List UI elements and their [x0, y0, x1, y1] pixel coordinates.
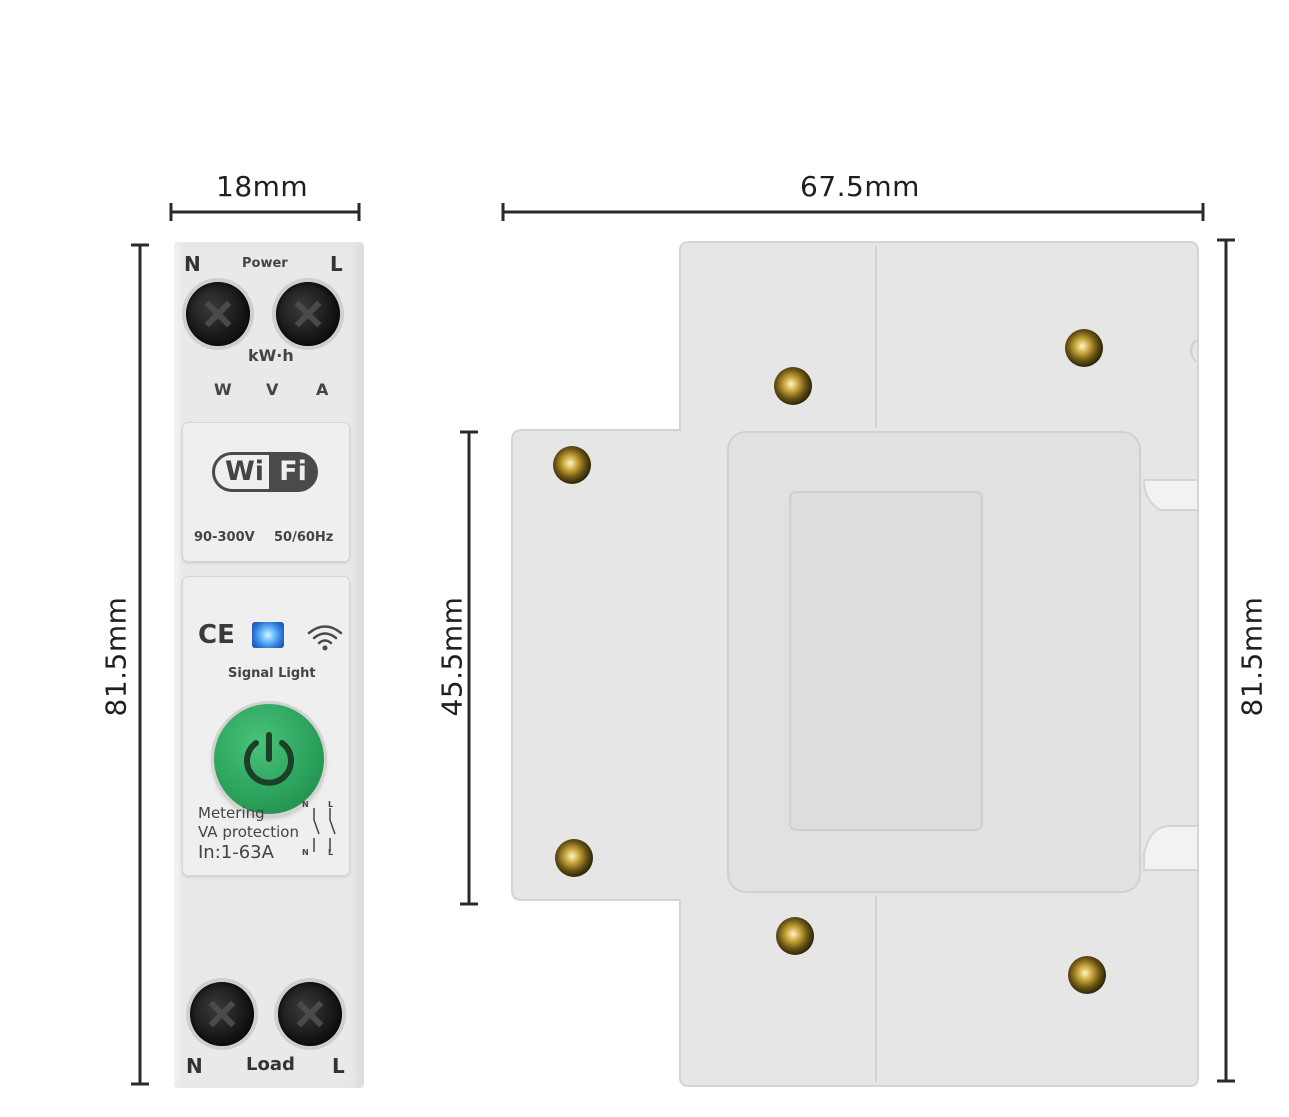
breaker-front-view: N Power L kW·h W V A Wi Fi 90-300V 50/60…	[174, 242, 364, 1088]
bottom-n-label: N	[186, 1054, 203, 1078]
metering-label: Metering	[198, 804, 265, 822]
signal-light-icon	[252, 622, 284, 648]
screw-icon	[776, 917, 814, 955]
bottom-terminal-n	[190, 982, 254, 1046]
bottom-terminal-l	[278, 982, 342, 1046]
screws	[553, 329, 1106, 994]
switch-symbol	[313, 808, 336, 852]
switch-n-bottom: N	[302, 848, 309, 857]
screw-icon	[1068, 956, 1106, 994]
wifi-logo: Wi Fi	[212, 452, 318, 492]
v-label: V	[266, 380, 279, 399]
front-width-label: 18mm	[216, 170, 309, 203]
screw-icon	[555, 839, 593, 877]
bottom-load-label: Load	[246, 1054, 295, 1075]
w-label: W	[214, 380, 232, 399]
top-terminal-n	[186, 282, 250, 346]
switch-l-bottom: L	[328, 848, 334, 857]
frequency-label: 50/60Hz	[274, 530, 334, 545]
bottom-rail-clip	[1143, 825, 1199, 871]
switch-n-top: N	[302, 800, 309, 809]
screw-icon	[1065, 329, 1103, 367]
top-l-label: L	[330, 252, 343, 276]
kwh-label: kW·h	[248, 346, 294, 365]
signal-light-label: Signal Light	[228, 666, 316, 681]
switch-l-top: L	[328, 800, 334, 809]
bottom-l-label: L	[332, 1054, 345, 1078]
wifi-icon	[307, 625, 343, 651]
power-button[interactable]	[214, 704, 324, 814]
wifi-panel	[182, 422, 350, 562]
center-window	[789, 491, 983, 831]
voltage-label: 90-300V	[194, 530, 255, 545]
wifi-fi-text: Fi	[269, 452, 317, 492]
side-width-label: 67.5mm	[800, 170, 920, 203]
screw-icon	[774, 367, 812, 405]
ce-mark: CE	[198, 620, 235, 650]
top-rail-clip	[1142, 479, 1199, 511]
a-label: A	[316, 380, 329, 399]
screw-icon	[553, 446, 591, 484]
power-icon	[244, 732, 294, 786]
rating-label: In:1-63A	[198, 842, 274, 863]
top-terminal-l	[276, 282, 340, 346]
va-protection-label: VA protection	[198, 823, 299, 841]
wifi-wi-text: Wi	[225, 456, 265, 487]
top-power-label: Power	[242, 256, 288, 271]
top-n-label: N	[184, 252, 201, 276]
